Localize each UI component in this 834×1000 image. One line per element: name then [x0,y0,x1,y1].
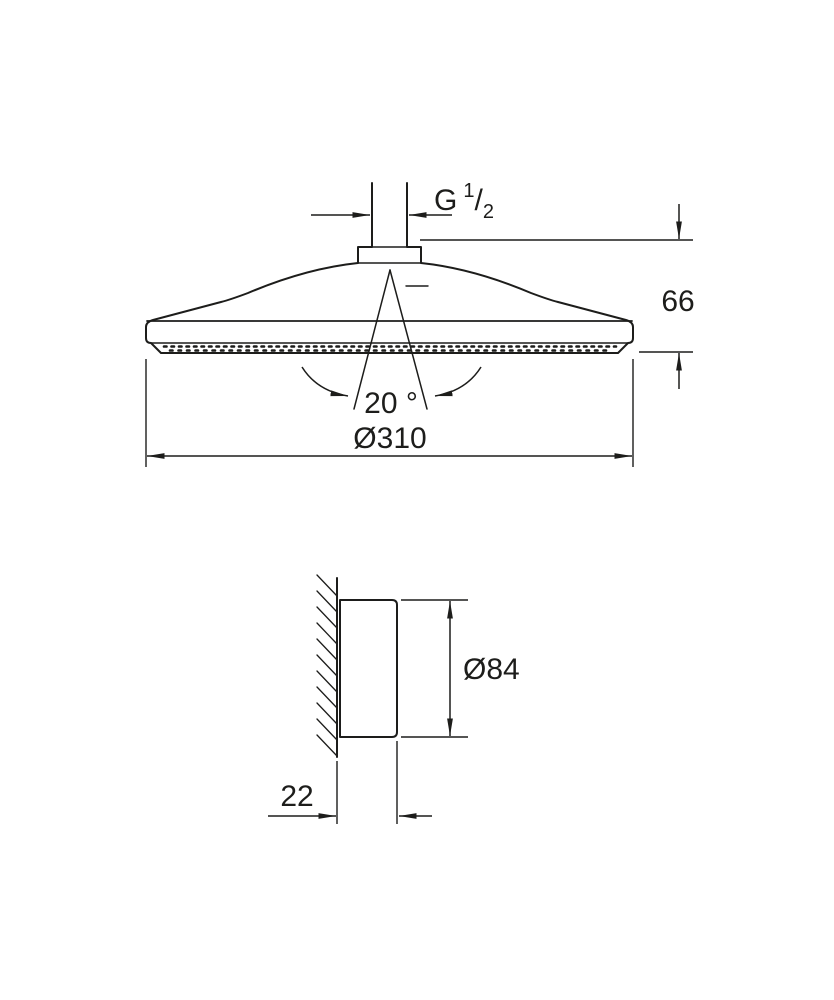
bottom-view-dimensions [268,599,468,824]
top-view-dimensions [145,204,693,467]
escutcheon-diameter-dimension: Ø84 [463,653,520,686]
spray-angle-line-left [353,269,391,410]
shower-head-side-view [145,182,634,410]
spray-angle-arc-left [301,366,349,397]
escutcheon-side-view [316,574,398,758]
wall-hatching [316,574,338,757]
spray-angle-dimension: 20 ° [364,387,418,420]
spray-angle-arc-right [434,366,482,397]
head-diameter-dimension: Ø310 [353,422,426,455]
head-height-dimension: 66 [661,285,694,318]
head-outline [145,182,634,354]
spray-angle-line-right [389,269,428,410]
escutcheon-outline [339,599,398,738]
escutcheon-depth-dimension: 22 [280,780,313,813]
